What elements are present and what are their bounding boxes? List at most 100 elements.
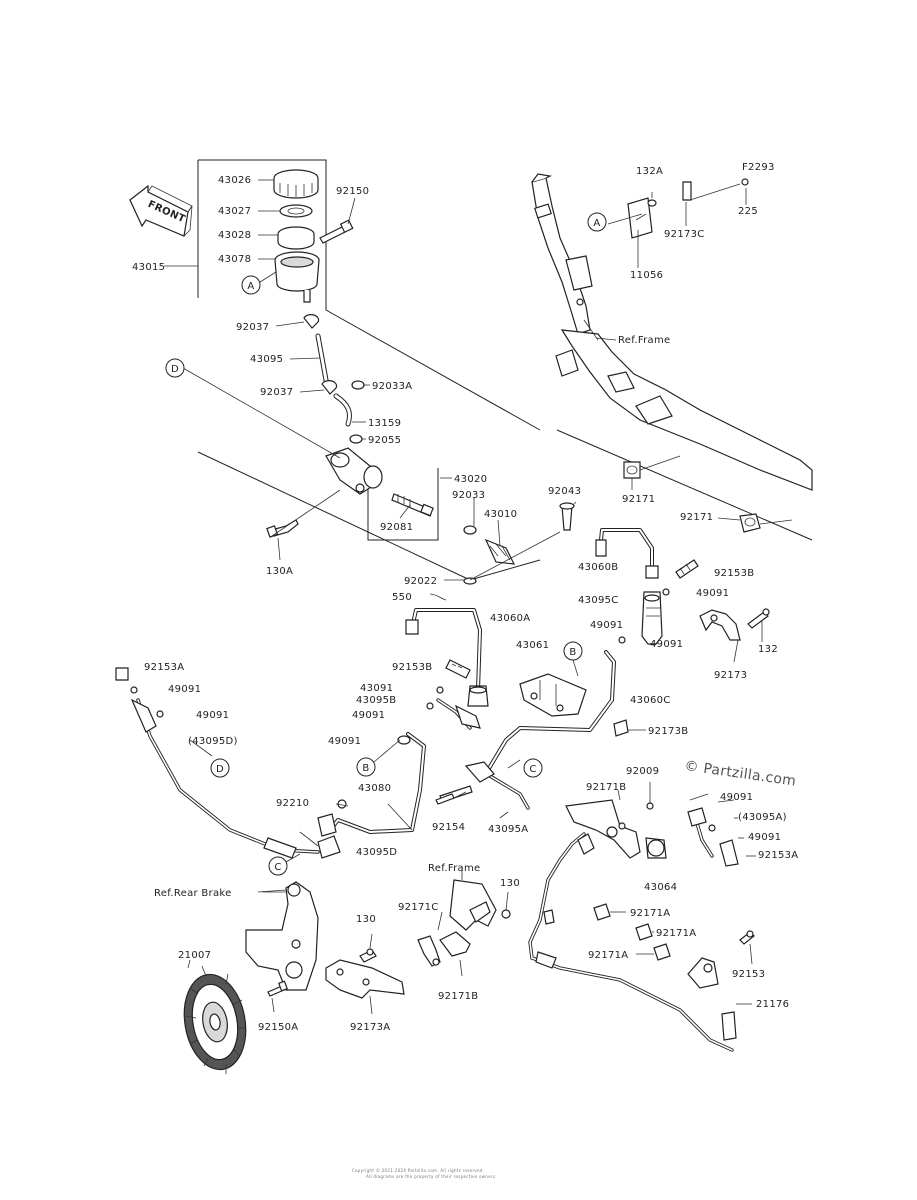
leaders-master-cylinder [164,179,577,581]
footer-note: All diagrams are the property of their r… [366,1174,497,1179]
part-label: 43080 [358,783,391,794]
part-label: 43064 [644,882,677,893]
part-label: 92171B [438,991,478,1002]
part-label: 49091 [720,792,753,803]
frame-upper-right [531,173,813,491]
part-label: 43060C [630,695,671,706]
part-label: 11056 [630,270,663,281]
svg-text:D: D [216,764,224,775]
part-label: 130 [500,878,520,889]
part-label: 130A [266,566,293,577]
part-label: (43095D) [188,736,238,747]
part-label: 92081 [380,522,413,533]
clamp-92171-group [623,455,793,533]
part-label: 49091 [590,620,623,631]
part-label: 43060A [490,613,530,624]
part-label: 43060B [578,562,618,573]
part-label: 92037 [236,322,269,333]
leader-ref-frame-upper [595,337,617,341]
leaders-rear-brake [189,739,756,1005]
part-label: 92153B [392,662,432,673]
rear-brake-bracket [245,881,319,991]
part-label: 92171C [398,902,439,913]
clip-92173B [613,719,629,737]
ref-frame-lower: Ref.Frame [428,863,480,874]
svg-text:A: A [247,281,254,292]
bolt-92150A [267,980,288,1013]
part-label: 92153A [144,662,184,673]
bracket-43061 [519,673,587,717]
brake-disc-21007 [183,959,247,1074]
part-label: 49091 [650,639,683,650]
part-label: 92037 [260,387,293,398]
master-cylinder-assembly [266,169,575,601]
part-label: 92033A [372,381,412,392]
part-label: 92150A [258,1022,298,1033]
svg-text:A: A [593,218,600,229]
part-label: 92154 [432,822,465,833]
part-label: 49091 [748,832,781,843]
footer-copyright: Copyright © 2021-2024 Partzilla.com. All… [352,1168,484,1173]
part-label: 132A [636,166,663,177]
svg-text:D: D [171,364,179,375]
part-label: 21176 [756,999,789,1010]
part-label: 43095B [356,695,396,706]
part-label: 92150 [336,186,369,197]
part-label: 43095 [250,354,283,365]
part-label: (43095A) [738,812,787,823]
part-label: 92055 [368,435,401,446]
callout-d-bottom: D [210,758,230,778]
part-label: 92153A [758,850,798,861]
diagram-code: F2293 [742,162,775,173]
part-label: 43026 [218,175,251,186]
part-label: 92173C [664,229,705,240]
part-label: 49091 [168,684,201,695]
ref-rear-brake: Ref.Rear Brake [154,888,232,899]
part-label: 92171A [656,928,696,939]
part-label: 43027 [218,206,251,217]
bracket-92173 [699,608,770,663]
svg-text:B: B [362,763,369,774]
svg-text:B: B [569,647,576,658]
part-label: 49091 [696,588,729,599]
part-labels: 43026 43027 43028 43078 43015 92150 9203… [132,166,798,1033]
part-label: 550 [392,592,412,603]
part-label: 43095C [578,595,619,606]
pipe-fittings [115,539,699,859]
part-label: 43015 [132,262,165,273]
part-label: 92009 [626,766,659,777]
partzilla-watermark: © Partzilla.com [683,758,797,790]
part-label: 92171 [622,494,655,505]
part-label: 130 [356,914,376,925]
callout-c-left: C [268,853,301,876]
callout-c-right: C [523,758,543,778]
part-label: 92171A [588,950,628,961]
part-label: 92153 [732,969,765,980]
callout-a-reservoir: A [241,271,277,295]
part-label: 43020 [454,474,487,485]
svg-text:C: C [529,764,536,775]
part-label: 21007 [178,950,211,961]
leader-callout-a-frame [607,213,643,225]
bracket-92173A [325,933,405,1015]
part-label: 92171A [630,908,670,919]
part-label: 92022 [404,576,437,587]
part-label: 49091 [328,736,361,747]
part-label: 43095D [356,847,397,858]
part-label: 92173 [714,670,747,681]
part-label: 92173A [350,1022,390,1033]
rear-brake-pedal-area [435,793,755,1052]
part-label: 92210 [276,798,309,809]
svg-text:C: C [274,862,281,873]
part-label: 92171 [680,512,713,523]
callout-a-frame: A [587,212,607,232]
lower-middle-bracket [417,866,511,977]
part-label: 92173B [648,726,688,737]
callout-b-bracket: B [563,641,583,677]
leader-ref-rear-brake [257,889,287,893]
ref-frame-upper: Ref.Frame [618,335,670,346]
frame-hardware [627,178,749,268]
callout-b-pipe: B [356,739,401,777]
part-label: 43061 [516,640,549,651]
